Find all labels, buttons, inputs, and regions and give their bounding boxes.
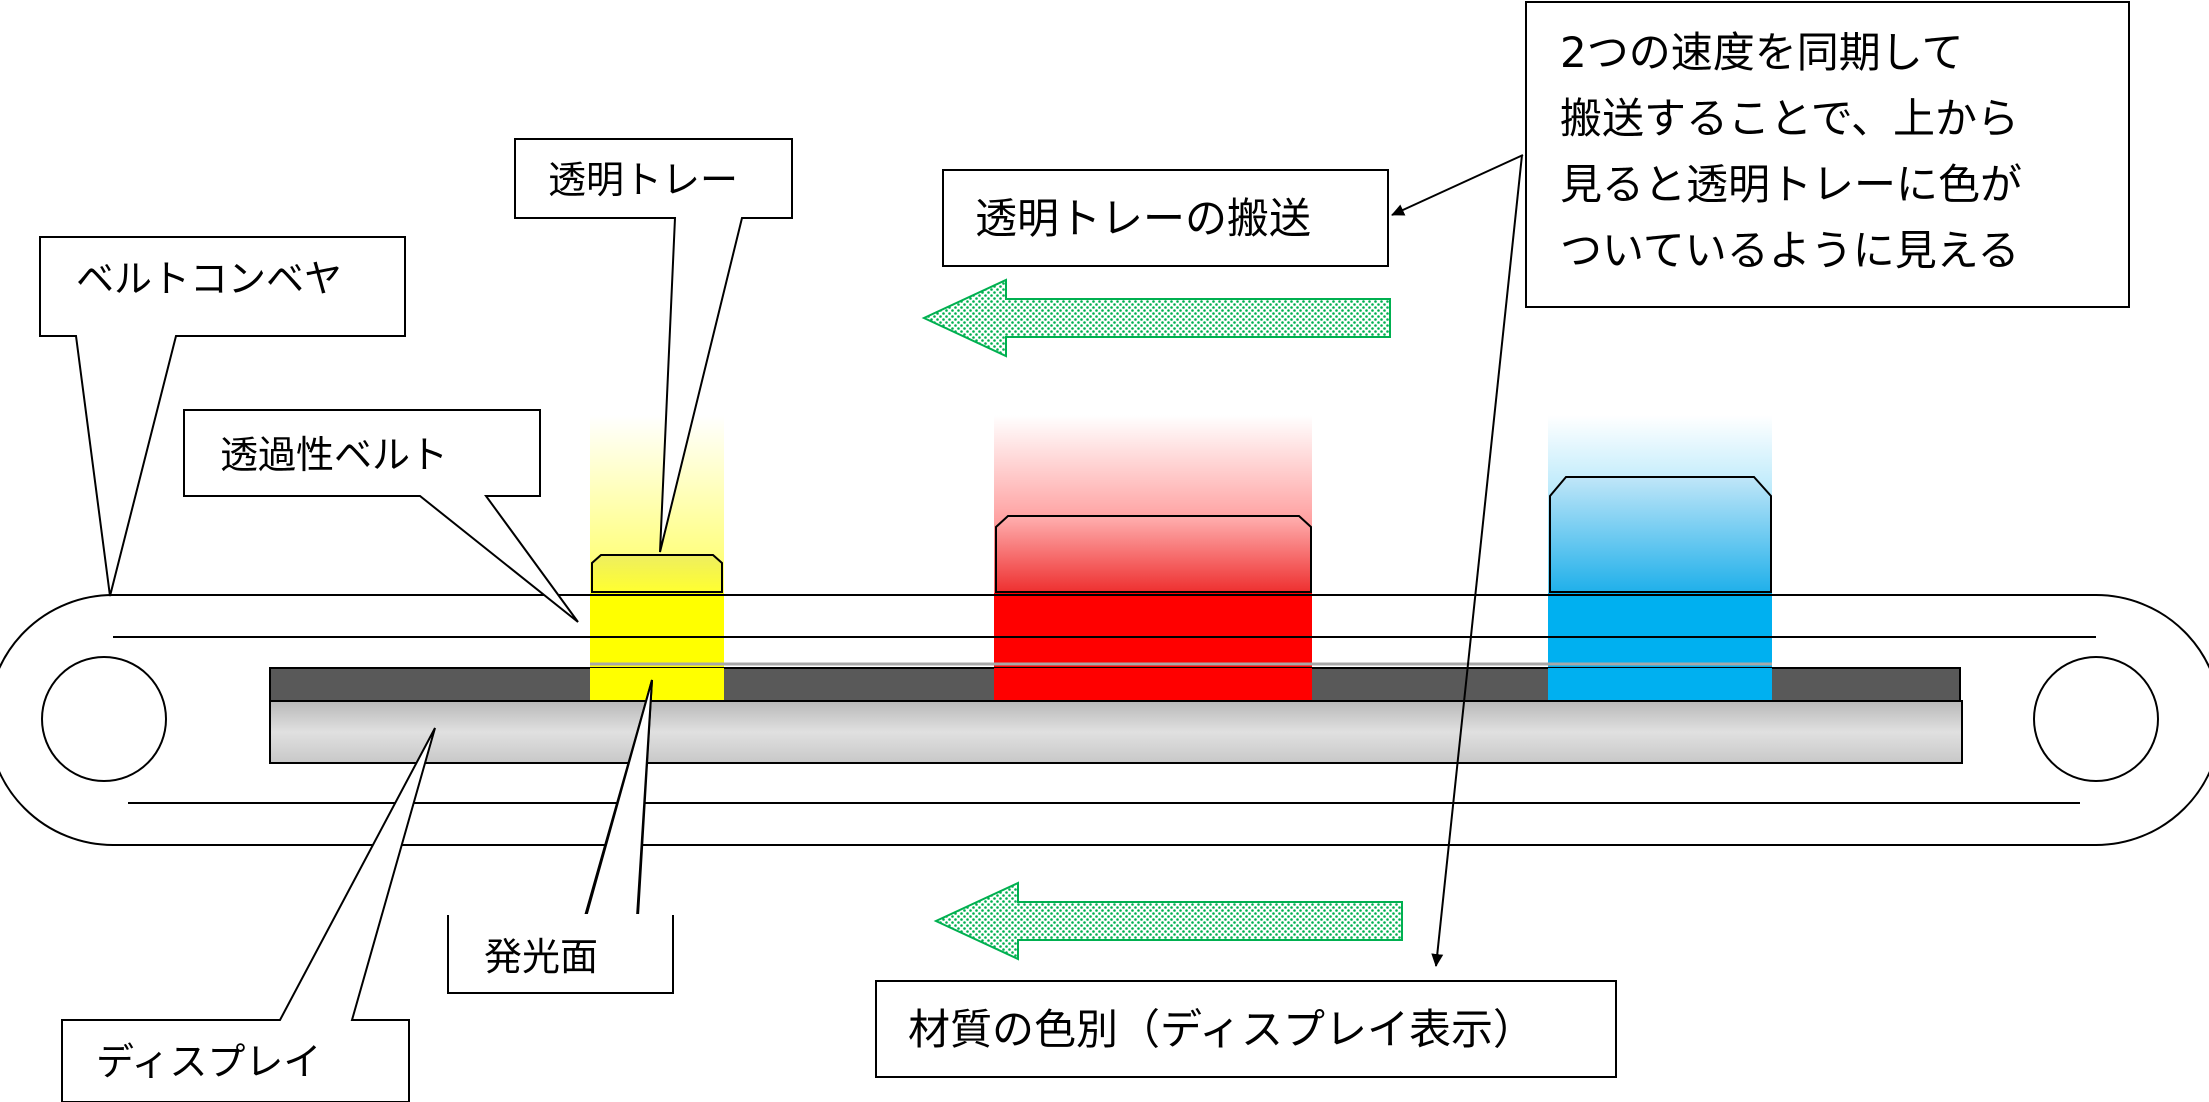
- sync-note-line3: 見ると透明トレーに色が: [1560, 160, 2022, 209]
- transparent-tray-callout: [514, 138, 793, 553]
- sync-note-line1: 2つの速度を同期して: [1560, 28, 1963, 77]
- transmissive-belt-callout: [183, 409, 579, 623]
- material-color-label: 材質の色別（ディスプレイ表示）: [908, 1005, 1535, 1054]
- display-callout: [61, 727, 436, 1102]
- sync-note-line2: 搬送することで、上から: [1560, 94, 2019, 143]
- transparent-tray-label: 透明トレー: [548, 158, 738, 202]
- upper-left-arrow-icon: [921, 278, 1391, 358]
- tray-transport-box: [942, 169, 1389, 267]
- tray-transport-label: 透明トレーの搬送: [975, 194, 1311, 243]
- lower-left-arrow-icon: [933, 881, 1403, 961]
- red-tray: [995, 515, 1312, 593]
- blue-tray: [1549, 476, 1772, 593]
- display-body: [269, 700, 1963, 764]
- sync-note-box: [1525, 1, 2130, 308]
- belt-conveyor-label: ベルトコンベヤ: [76, 257, 342, 301]
- right-roller: [2033, 656, 2159, 782]
- display-label: ディスプレイ: [96, 1040, 321, 1084]
- belt-outer: [0, 594, 2209, 846]
- sync-to-transport-arrow: [1391, 154, 1524, 216]
- belt-conveyor-callout: [39, 236, 406, 597]
- yellow-tray: [591, 554, 723, 593]
- transmissive-belt-label: 透過性ベルト: [220, 433, 448, 477]
- left-roller: [41, 656, 167, 782]
- emitting-surface-label: 発光面: [484, 935, 598, 979]
- sync-note-line4: ついているように見える: [1560, 226, 2019, 275]
- sync-to-display-arrow: [1431, 154, 1523, 967]
- material-color-box: [875, 980, 1617, 1078]
